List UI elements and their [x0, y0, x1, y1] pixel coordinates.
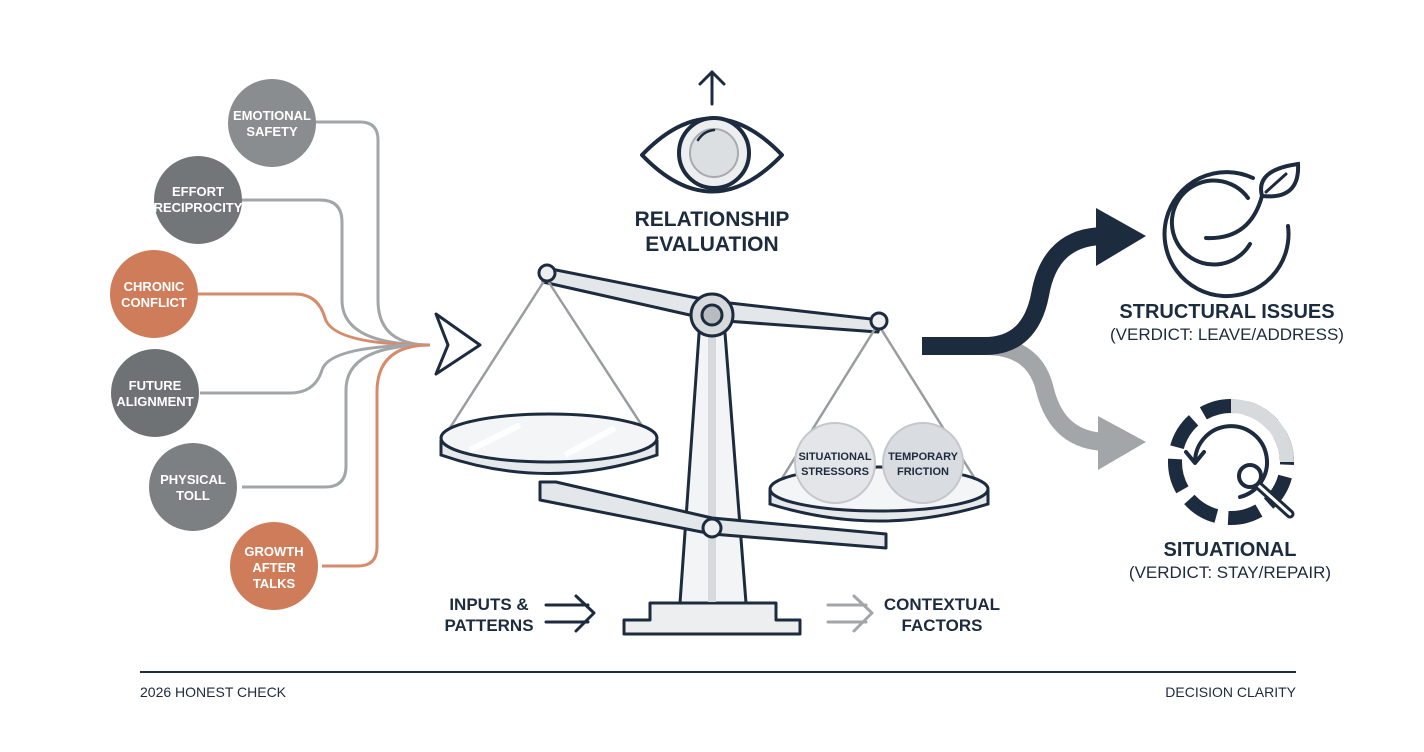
left-pan: [439, 412, 659, 475]
input-label-line2: CONFLICT: [121, 295, 187, 310]
input-label-line1: GROWTH: [244, 544, 303, 559]
connector-effort-reciprocity: [240, 198, 431, 347]
footer-right: DECISION CLARITY: [1165, 684, 1296, 700]
pan-item-line2: FRICTION: [897, 466, 949, 478]
input-label-line2: ALIGNMENT: [116, 394, 193, 409]
outcome-situational-verdict: (VERDICT: STAY/REPAIR): [1129, 563, 1331, 582]
outcome-structural-title: STRUCTURAL ISSUES: [1119, 301, 1334, 323]
legend-context-line1: CONTEXTUAL: [884, 595, 1000, 614]
legend-inputs-line2: PATTERNS: [444, 616, 533, 635]
arrow-right-icon: [1098, 416, 1146, 470]
outcome-structural-verdict: (VERDICT: LEAVE/ADDRESS): [1110, 325, 1344, 344]
connector-physical-toll: [242, 343, 431, 489]
title-line1: RELATIONSHIP: [635, 208, 790, 231]
input-circle-effort-reciprocity: EFFORT RECIPROCITY: [154, 156, 243, 244]
arrow-right-icon: [1096, 208, 1146, 266]
pan-item-line1: SITUATIONAL: [798, 451, 871, 463]
input-connectors: [198, 120, 431, 568]
footer-left: 2026 HONEST CHECK: [140, 684, 287, 700]
wrench-cycle-icon: [1168, 399, 1295, 525]
input-arrowhead-icon: [434, 312, 482, 376]
connector-emotional-safety: [312, 120, 431, 347]
connector-future-alignment: [200, 343, 431, 395]
legend-context-line2: FACTORS: [902, 616, 983, 635]
input-circle-future-alignment: FUTURE ALIGNMENT: [111, 349, 199, 437]
input-circle-growth-after-talks: GROWTH AFTER TALKS: [230, 522, 318, 610]
input-circle-physical-toll: PHYSICAL TOLL: [149, 443, 237, 531]
scale-icon: SITUATIONAL STRESSORS TEMPORARY FRICTION: [439, 263, 990, 636]
legend-inputs: INPUTS & PATTERNS: [444, 594, 596, 635]
title-line2: EVALUATION: [645, 233, 778, 256]
input-label-line1: PHYSICAL: [160, 472, 226, 487]
outcome-arrows: [922, 208, 1146, 470]
input-label-line1: FUTURE: [129, 378, 182, 393]
up-arrow-icon: [698, 70, 726, 106]
input-label-line2: SAFETY: [246, 124, 298, 139]
legend-inputs-line1: INPUTS &: [449, 595, 528, 614]
double-arrow-right-icon: [544, 594, 596, 633]
input-circle-chronic-conflict: CHRONIC CONFLICT: [110, 250, 198, 338]
legend-context: CONTEXTUAL FACTORS: [826, 594, 1000, 635]
input-circle-emotional-safety: EMOTIONAL SAFETY: [228, 79, 316, 167]
input-label-line2: AFTER: [252, 560, 296, 575]
eye-icon: [640, 116, 784, 194]
input-label-line1: EMOTIONAL: [233, 108, 311, 123]
input-label-line1: EFFORT: [172, 184, 224, 199]
connector-chronic-conflict: [198, 292, 431, 347]
scale-base: [622, 601, 802, 636]
input-label-line3: TALKS: [253, 576, 296, 591]
pan-item-line1: TEMPORARY: [888, 451, 959, 463]
arrow-to-structural: [922, 227, 1106, 355]
input-label-line1: CHRONIC: [124, 279, 185, 294]
input-label-line2: TOLL: [176, 488, 210, 503]
arrow-to-situational: [984, 337, 1109, 451]
pan-item-line2: STRESSORS: [801, 466, 869, 478]
scale-lower-arm: [538, 480, 888, 550]
outcome-situational-title: SITUATIONAL: [1164, 539, 1297, 561]
input-label-line2: RECIPROCITY: [154, 200, 243, 215]
double-arrow-right-icon: [826, 594, 874, 633]
pan-item-situational-stressors: SITUATIONAL STRESSORS: [794, 422, 876, 504]
pan-item-temporary-friction: TEMPORARY FRICTION: [882, 422, 964, 504]
leaf-circle-icon: [1162, 161, 1301, 299]
connector-growth-after-talks: [322, 343, 431, 568]
